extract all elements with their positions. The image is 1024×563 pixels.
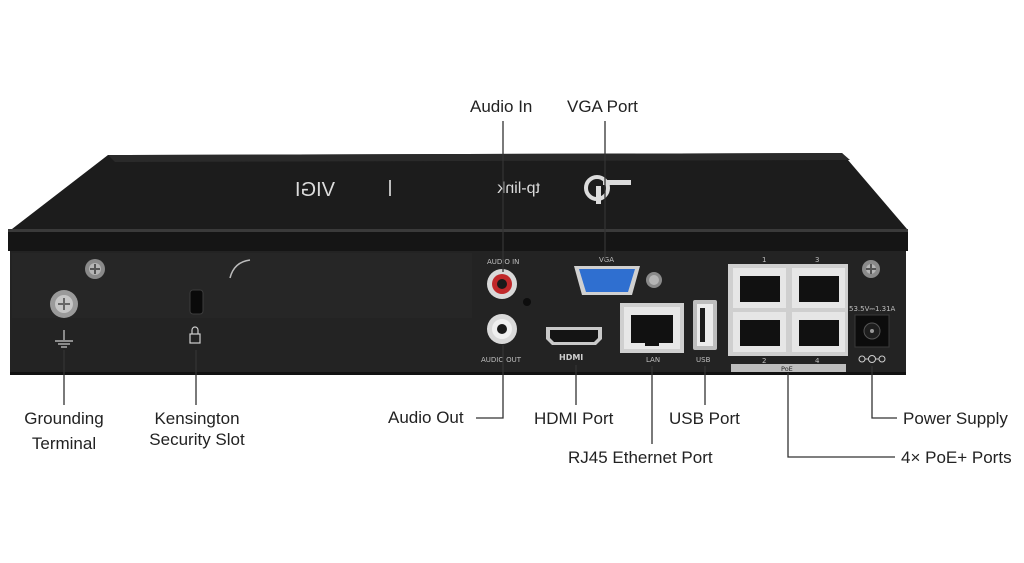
hdmi-label: HDMI — [559, 353, 583, 362]
poe-label: PoE — [781, 365, 793, 373]
chassis-top — [12, 153, 907, 229]
kensington-callout-line1: Kensington — [154, 409, 240, 428]
audio-in-callout: Audio In — [470, 97, 533, 116]
grounding-callout-line2: Terminal — [31, 434, 97, 453]
vga-label: VGA — [599, 256, 614, 264]
screw-icon — [862, 260, 880, 278]
usb-port — [693, 300, 717, 350]
power-jack — [854, 314, 890, 348]
lock-icon — [189, 326, 201, 344]
kensington-slot — [189, 289, 204, 315]
lan-port — [620, 303, 684, 353]
screw-icon — [646, 272, 662, 288]
power-line — [871, 366, 897, 419]
grounding-callout-line1: Grounding — [24, 409, 104, 428]
port3-label: 3 — [815, 256, 819, 264]
polarity-icon — [858, 355, 886, 363]
hdmi-port-callout: HDMI Port — [534, 409, 614, 428]
kensington-callout-line2: Security Slot — [149, 430, 245, 449]
power-supply-callout: Power Supply — [903, 409, 1008, 428]
vga-port — [574, 266, 640, 295]
kensington-callout: Kensington Security Slot — [141, 408, 253, 450]
port1-label: 1 — [762, 256, 766, 264]
audio-out-jack — [487, 314, 517, 344]
callout-lines — [63, 121, 897, 458]
screw-icon — [85, 259, 105, 279]
audio-in-jack — [487, 269, 517, 299]
port2-label: 2 — [762, 357, 766, 365]
poe-line — [787, 373, 895, 458]
power-rating-label: 53.5V⎓1.31A — [849, 305, 896, 313]
usb-label: USB — [696, 356, 711, 364]
brand-text: tp-link — [496, 180, 540, 197]
audio-out-callout: Audio Out — [388, 408, 464, 427]
poe-port-block — [728, 264, 848, 356]
rj45-callout: RJ45 Ethernet Port — [568, 448, 713, 467]
lan-label: LAN — [646, 356, 660, 364]
grounding-terminal-callout: Grounding Terminal — [14, 408, 114, 454]
port4-label: 4 — [815, 357, 820, 365]
product-text: VIGI — [295, 179, 335, 201]
audio-out-line — [476, 345, 504, 419]
hdmi-port — [546, 327, 602, 345]
brand-logo: tp-link VIGI — [295, 175, 631, 204]
usb-port-callout: USB Port — [669, 409, 740, 428]
poe-ports-callout: 4× PoE+ Ports — [901, 448, 1012, 467]
grounding-terminal — [50, 290, 78, 318]
audio-out-label: AUDIO OUT — [481, 356, 522, 364]
ground-icon — [55, 330, 73, 348]
vga-port-callout: VGA Port — [567, 97, 638, 116]
